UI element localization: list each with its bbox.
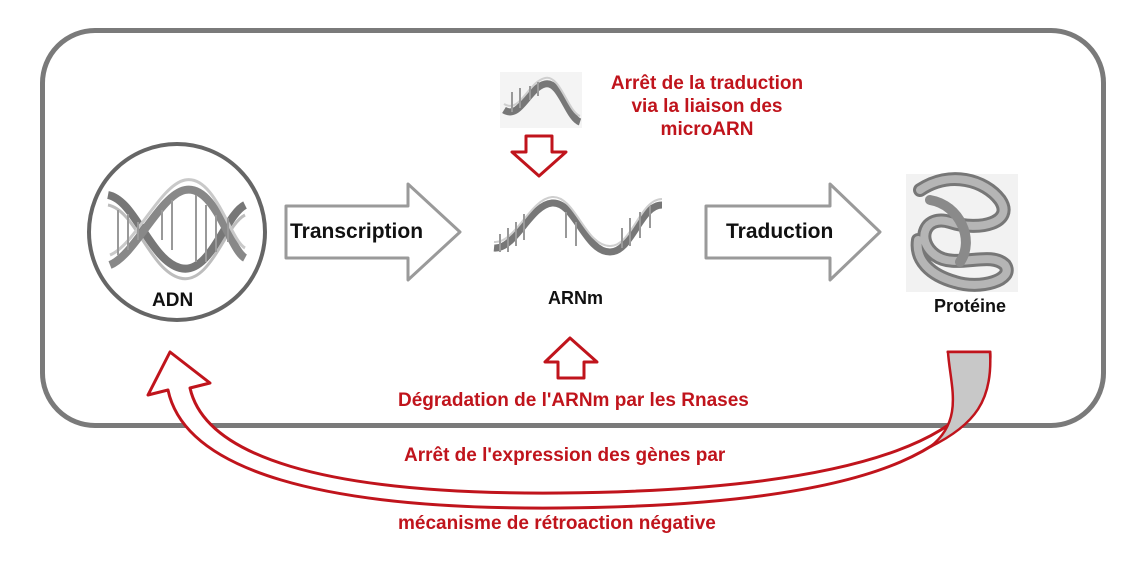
diagram-frame: [40, 28, 1106, 428]
mrna-strand-icon: [493, 195, 663, 256]
traduction-label: Traduction: [726, 220, 834, 243]
microrna-inhibition-arrow: [510, 134, 568, 178]
proteine-label: Protéine: [934, 296, 1007, 316]
transcription-arrow: [284, 182, 462, 282]
microarn-line-1: Arrêt de la traduction: [610, 73, 804, 94]
negative-feedback-arrow: [146, 350, 992, 510]
feedback-annotation-line-2: mécanisme de rétroaction négative: [398, 513, 716, 534]
microarn-line-2: via la liaison des: [631, 96, 783, 117]
arnm-label: ARNm: [548, 288, 604, 308]
feedback-annotation-line-1: Arrêt de l'expression des gènes par: [404, 445, 726, 466]
folded-protein-icon: [906, 172, 1018, 292]
degradation-arrow: [543, 336, 599, 380]
transcription-label: Transcription: [290, 220, 424, 243]
microrna-strand-icon: [500, 72, 582, 128]
microarn-line-3: microARN: [660, 119, 754, 140]
adn-label: ADN: [152, 290, 194, 311]
dna-double-helix-icon: [87, 142, 267, 322]
microarn-annotation: Arrêt de la traduction via la liaison de…: [596, 72, 818, 141]
traduction-arrow: [704, 182, 882, 282]
degradation-annotation: Dégradation de l'ARNm par les Rnases: [398, 390, 749, 411]
